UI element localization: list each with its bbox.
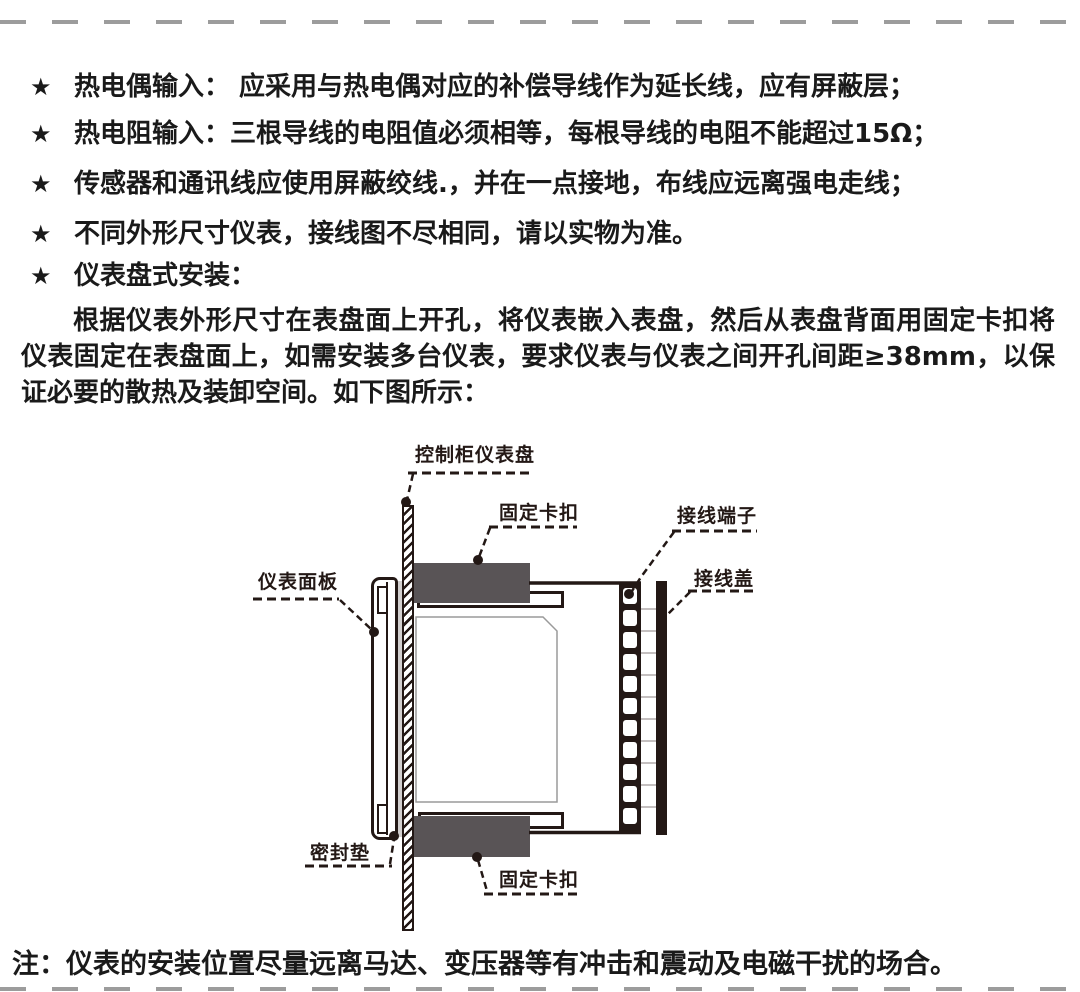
label-cabinet-panel: 控制柜仪表盘 [415,444,536,466]
fixing-clip-top-shape [414,563,530,603]
terminal-screw [623,698,637,714]
terminal-screw [623,632,637,648]
instrument-bezel [371,577,398,840]
bullet-text: 热电偶输入： 应采用与热电偶对应的补偿导线作为延长线，应有屏蔽层； [74,72,916,102]
terminal-screw [623,720,637,736]
terminal-separators [641,582,656,835]
terminal-separator-line [641,652,656,654]
bullet-item: ★ 仪表盘式安装： [30,260,256,292]
terminal-separator-line [641,762,656,764]
star-icon: ★ [30,73,52,101]
terminal-separator-line [641,718,656,720]
bezel-tab-top [377,586,388,614]
terminal-separator-line [641,696,656,698]
terminal-screw [623,786,637,802]
terminal-screw [623,764,637,780]
label-fixing-clip-top: 固定卡扣 [499,502,580,524]
terminal-screw [623,610,637,626]
terminal-screw [623,808,637,824]
star-icon: ★ [30,170,52,198]
terminal-block-strip [619,582,641,834]
display-window-outline [415,616,558,803]
terminal-separator-line [641,740,656,742]
star-icon: ★ [30,220,52,248]
bezel-tab-bottom [377,804,388,834]
terminal-screw [623,742,637,758]
bezel-inner-line [386,582,388,835]
label-wiring-cover: 接线盖 [694,568,755,590]
terminal-separator-line [641,674,656,676]
terminal-separator-line [641,806,656,808]
terminal-separator-line [641,784,656,786]
terminal-separator-line [641,630,656,632]
label-terminal-block: 接线端子 [677,505,758,527]
terminal-screw [623,588,637,604]
star-icon: ★ [30,262,52,290]
fixing-clip-bottom-shape [414,816,530,857]
bullet-item: ★ 传感器和通讯线应使用屏蔽绞线.，并在一点接地，布线应远离强电走线； [30,168,916,200]
bullet-text: 热电阻输入：三根导线的电阻值必须相等，每根导线的电阻不能超过15Ω； [74,119,939,149]
install-paragraph: 根据仪表外形尺寸在表盘面上开孔，将仪表嵌入表盘，然后从表盘背面用固定卡扣将仪表固… [21,306,1055,408]
terminal-screw [623,676,637,692]
bullet-text: 仪表盘式安装： [74,261,257,291]
wiring-cover-bar [656,581,667,835]
bullet-item: ★ 不同外形尺寸仪表，接线图不尽相同，请以实物为准。 [30,218,698,250]
bullet-item: ★ 热电偶输入： 应采用与热电偶对应的补偿导线作为延长线，应有屏蔽层； [30,71,915,103]
terminal-screw [623,654,637,670]
top-dashed-separator [0,20,1080,24]
star-icon: ★ [30,120,52,148]
bullet-item: ★ 热电阻输入：三根导线的电阻值必须相等，每根导线的电阻不能超过15Ω； [30,118,938,150]
label-sealing-gasket: 密封垫 [310,842,371,864]
bullet-text: 传感器和通讯线应使用屏蔽绞线.，并在一点接地，布线应远离强电走线； [74,169,916,199]
note-text: 注：仪表的安装位置尽量远离马达、变压器等有冲击和震动及电磁干扰的场合。 [12,949,957,980]
label-instrument-front-panel: 仪表面板 [258,571,339,593]
bullet-text: 不同外形尺寸仪表，接线图不尽相同，请以实物为准。 [74,219,699,249]
sealing-gasket-strip [397,581,403,837]
terminal-separator-line [641,608,656,610]
bottom-dashed-separator [0,987,1080,991]
cabinet-panel-bar [402,505,414,931]
label-fixing-clip-bottom: 固定卡扣 [499,869,580,891]
